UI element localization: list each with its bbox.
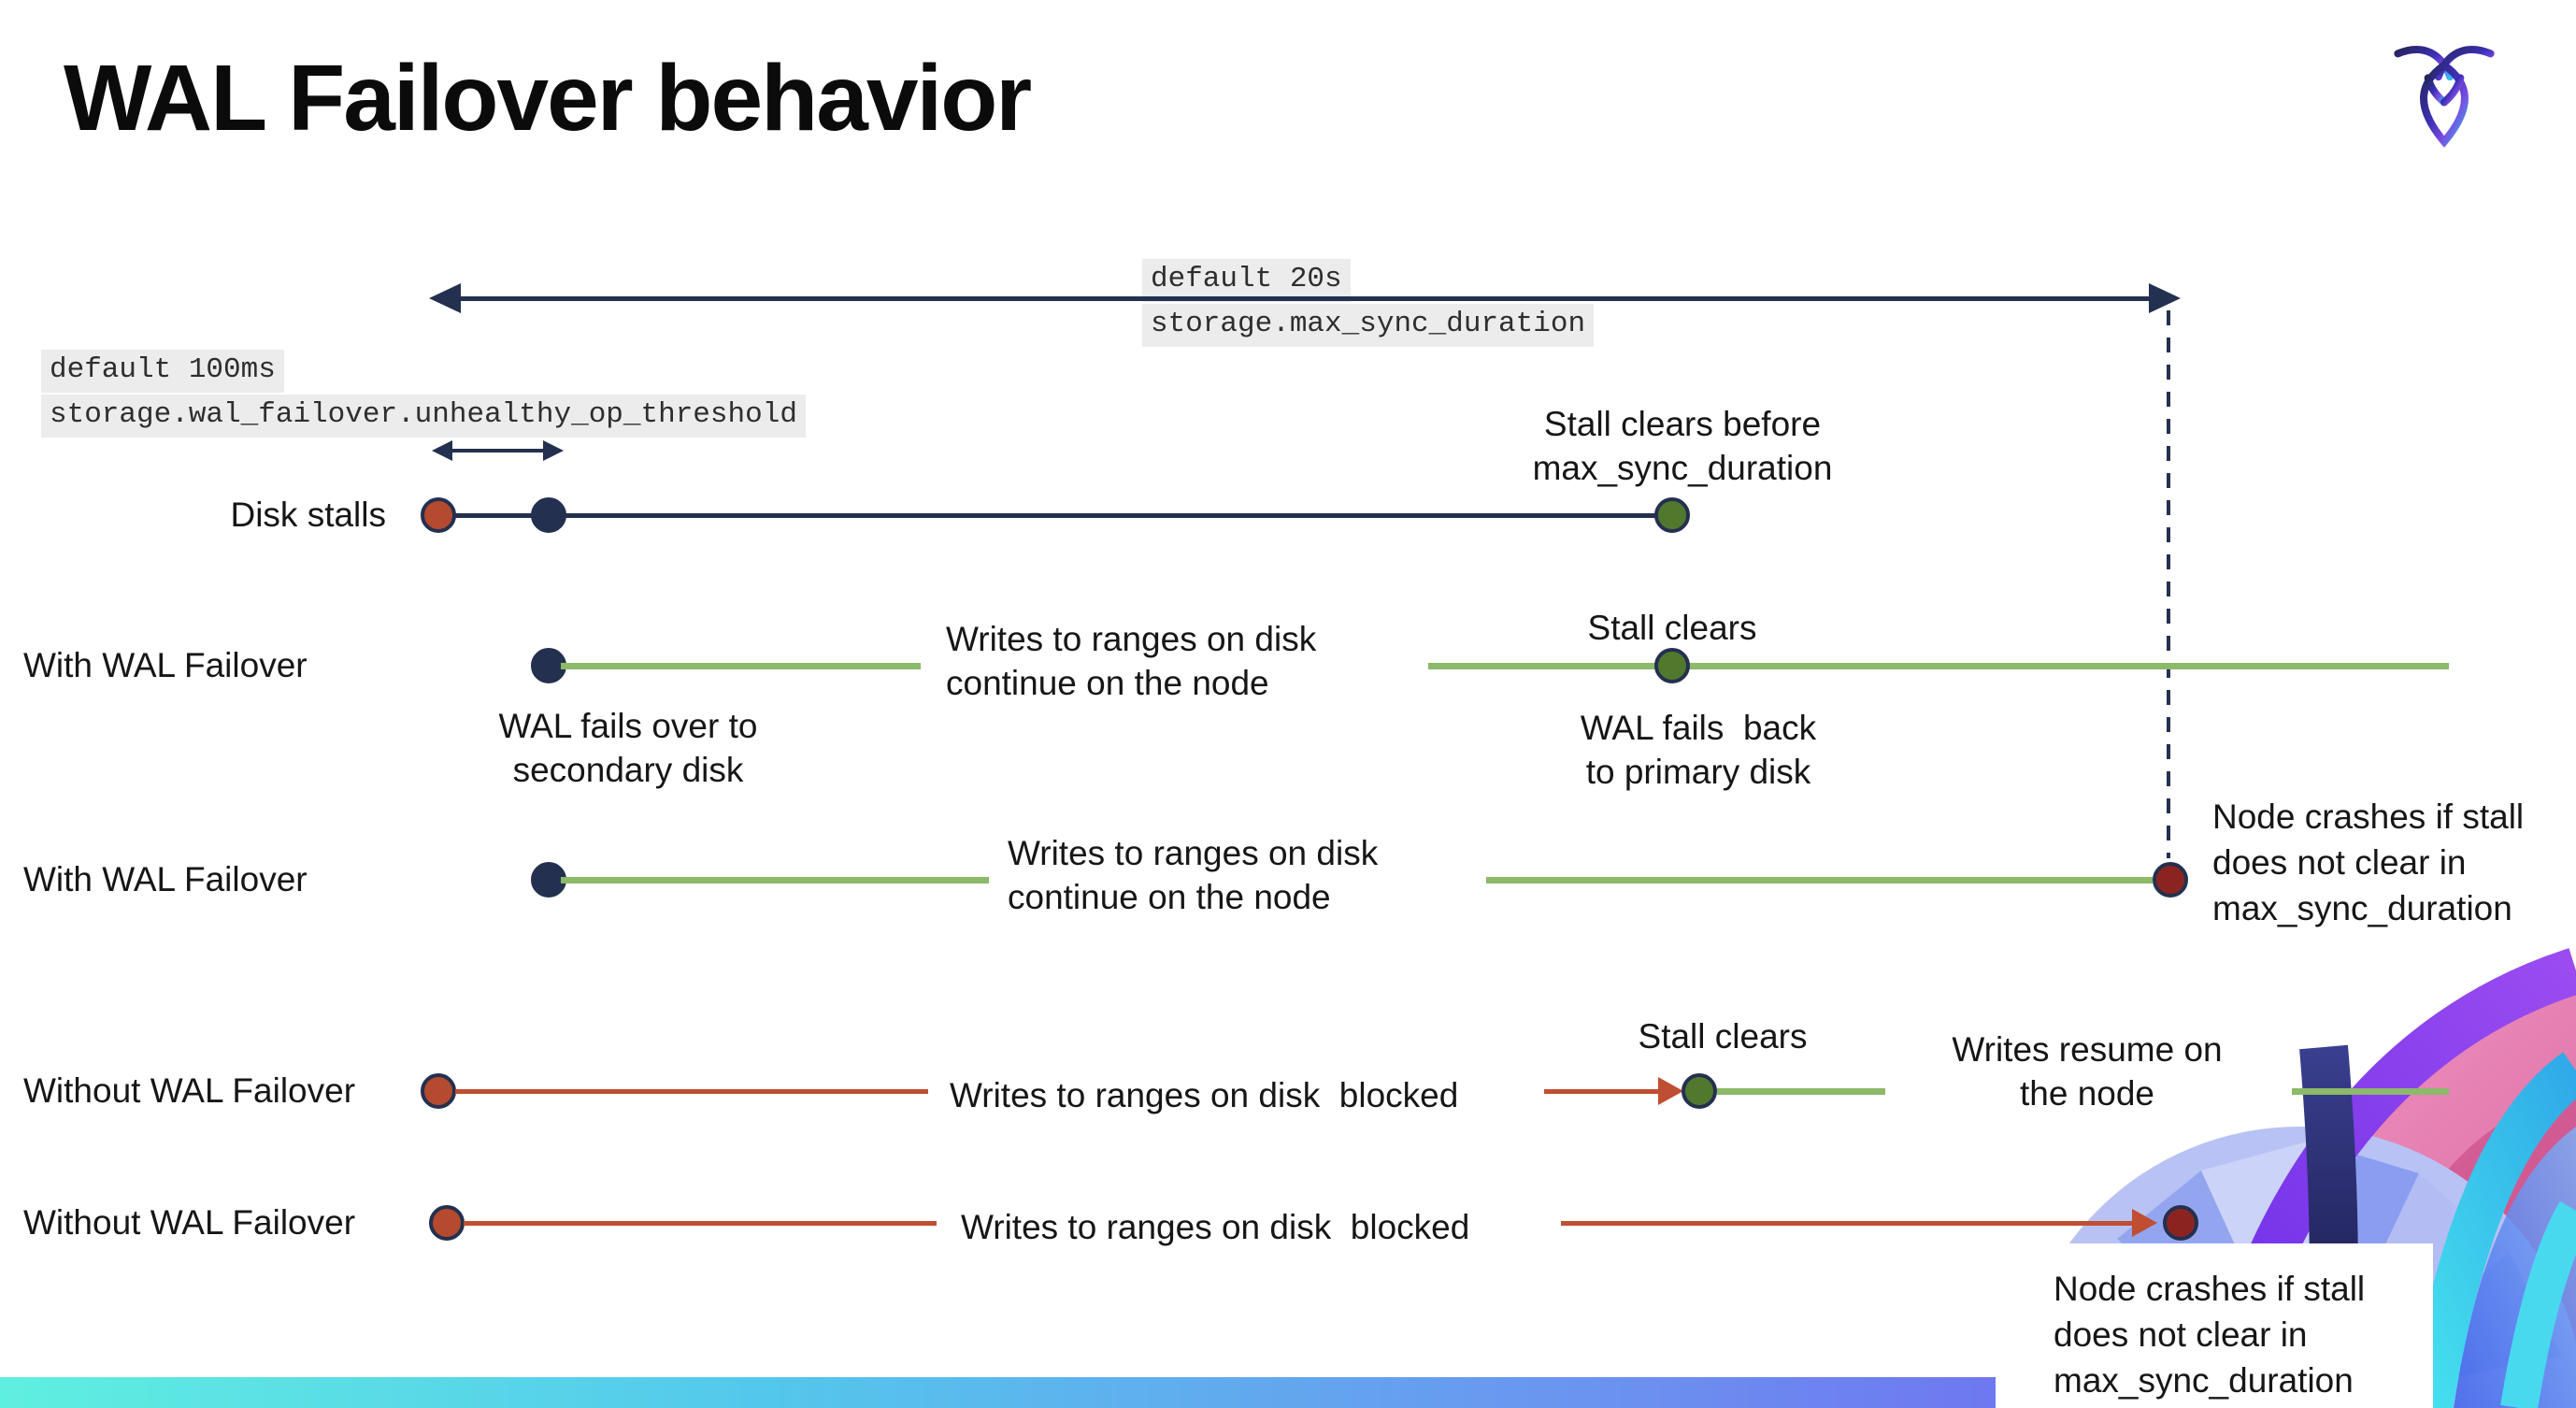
max-sync-arrowhead-left — [429, 283, 461, 313]
note-writes-continue-row3: Writes to ranges on disk continue on the… — [1008, 834, 1379, 916]
row-label-without-wal-failover-1: Without WAL Failover — [23, 1071, 356, 1110]
healthy-line-row3-a — [561, 877, 989, 884]
threshold-reached-dot — [531, 497, 566, 533]
row-label-without-wal-failover-2: Without WAL Failover — [23, 1203, 356, 1242]
blocked-line-row5-a — [464, 1221, 937, 1226]
cockroachdb-logo-icon — [2394, 46, 2495, 148]
note-node-crashes-row3: Node crashes if stall does not clear in … — [2212, 797, 2525, 927]
disk-stall-timeline — [438, 513, 1672, 518]
note-stall-clears-before: Stall clears before max_sync_duration — [1532, 405, 1833, 487]
blocked-arrowhead-row4 — [1658, 1077, 1683, 1105]
stall-start-dot-row5 — [429, 1205, 465, 1241]
threshold-arrowhead-right — [543, 440, 564, 461]
healthy-line-row2-a — [561, 663, 921, 669]
page-title: WAL Failover behavior — [64, 46, 1032, 151]
code-label-threshold: default 100ms storage.wal_failover.unhea… — [41, 350, 806, 439]
threshold-arrowhead-left — [432, 440, 452, 461]
max-sync-setting-name: storage.max_sync_duration — [1142, 304, 1595, 347]
row-label-with-wal-failover-2: With WAL Failover — [23, 860, 308, 898]
code-label-max-sync: default 20s storage.max_sync_duration — [1142, 259, 1595, 349]
row-label-disk-stalls: Disk stalls — [230, 496, 386, 534]
blocked-line-row4-b — [1544, 1089, 1658, 1094]
max-sync-default-value: default 20s — [1142, 259, 1351, 302]
threshold-arrow-line — [447, 449, 550, 453]
note-stall-clears-row4: Stall clears — [1638, 1017, 1808, 1056]
row-label-with-wal-failover-1: With WAL Failover — [23, 646, 308, 684]
blocked-line-row5-b — [1561, 1221, 2132, 1226]
note-writes-blocked-row5: Writes to ranges on disk blocked — [961, 1208, 1470, 1246]
node-crash-dot-row3 — [2153, 862, 2188, 898]
max-sync-arrow-line — [449, 296, 2161, 301]
stall-clear-dot-row4 — [1682, 1073, 1717, 1109]
note-stall-clears-row2: Stall clears — [1587, 609, 1757, 647]
stall-start-dot — [421, 497, 456, 533]
note-writes-continue-row2: Writes to ranges on disk continue on the… — [946, 620, 1317, 702]
note-wal-fails-back: WAL fails back to primary disk — [1580, 709, 1817, 791]
healthy-line-row3-b — [1486, 877, 2153, 884]
blocked-arrowhead-row5 — [2132, 1209, 2157, 1237]
deadline-dashed-line — [2167, 310, 2170, 858]
stall-clear-dot-row2 — [1654, 648, 1690, 683]
stall-start-dot-row4 — [421, 1073, 456, 1109]
threshold-default-value: default 100ms — [41, 350, 284, 393]
blocked-line-row4-a — [455, 1089, 928, 1094]
note-node-crashes-row5: Node crashes if stall does not clear in … — [2054, 1270, 2366, 1400]
note-writes-resume: Writes resume on the node — [1952, 1030, 2223, 1113]
note-writes-blocked-row4: Writes to ranges on disk blocked — [950, 1076, 1459, 1114]
healthy-line-row2-b — [1428, 663, 2449, 669]
node-crash-dot-row5 — [2163, 1205, 2198, 1241]
threshold-setting-name: storage.wal_failover.unhealthy_op_thresh… — [41, 395, 806, 438]
resume-line-row4-b — [2292, 1088, 2449, 1095]
stall-clear-dot-row1 — [1654, 497, 1690, 533]
note-wal-fails-over: WAL fails over to secondary disk — [498, 707, 758, 789]
node-crash-callout-box: Node crashes if stall does not clear in … — [1996, 1243, 2433, 1408]
max-sync-arrowhead-right — [2149, 283, 2181, 313]
failover-dot-row3 — [531, 862, 566, 898]
resume-line-row4-a — [1717, 1088, 1885, 1095]
